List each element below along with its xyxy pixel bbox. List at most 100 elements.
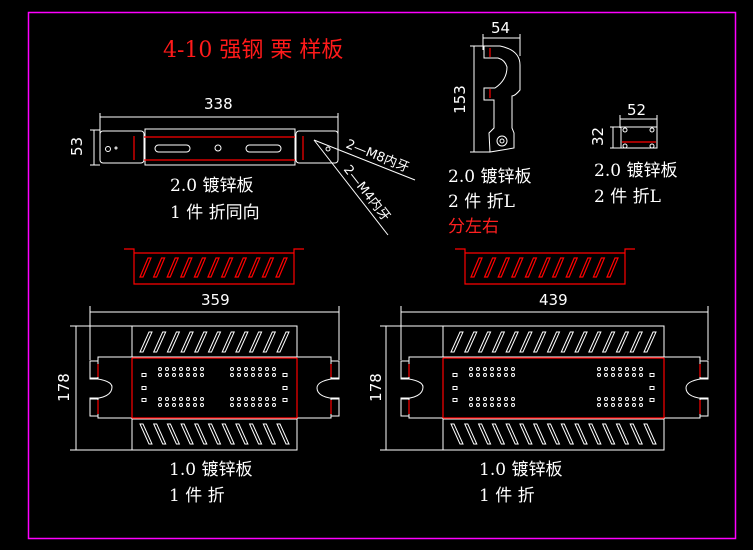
vent-slot (207, 331, 222, 353)
part-a-material: 2.0 镀锌板 (170, 176, 254, 196)
hole (504, 367, 508, 371)
vent-slot (194, 423, 208, 445)
hole (597, 367, 601, 371)
hole (172, 397, 176, 401)
hole (469, 397, 473, 401)
vent-slot (276, 423, 290, 445)
hole (200, 367, 204, 371)
hole (141, 398, 147, 402)
vent-slot (235, 423, 249, 445)
hole (483, 373, 487, 377)
side-view-slot (152, 257, 166, 278)
hole (186, 373, 190, 377)
hole (639, 373, 643, 377)
hole (452, 373, 458, 377)
hole (165, 367, 169, 371)
side-view-slot (497, 257, 511, 278)
vent-slot (248, 423, 263, 445)
drawing-title: 4-10 强钢 栗 样板 (163, 38, 344, 63)
hole (618, 397, 622, 401)
hole (625, 403, 629, 407)
vent-slot (166, 331, 181, 353)
hole (165, 403, 169, 407)
hole (141, 373, 147, 377)
hole (237, 403, 241, 407)
hole (282, 398, 288, 402)
hole (265, 397, 269, 401)
side-view-slot (483, 257, 497, 278)
side-view-slot (565, 257, 579, 278)
hole (179, 397, 183, 401)
vent-slot (519, 331, 533, 353)
part-e-dim-length: 439 (539, 291, 568, 309)
hole (618, 403, 622, 407)
hole (179, 403, 183, 407)
bottom-panel (131, 418, 298, 451)
vent-slot (505, 423, 519, 445)
part-a-dim-length: 338 (204, 95, 233, 113)
hole (611, 373, 615, 377)
hole (604, 367, 608, 371)
hole (490, 373, 494, 377)
bend-lines (97, 357, 332, 419)
hole (258, 397, 262, 401)
hole (625, 373, 629, 377)
hole (483, 367, 487, 371)
part-a-dim-height: 53 (68, 136, 87, 157)
side-view-slot (234, 257, 248, 278)
hole (141, 386, 147, 390)
side-view-slot (166, 257, 180, 278)
vent-slot (601, 423, 616, 445)
hole (632, 367, 636, 371)
hole (452, 398, 458, 402)
vent-slot (629, 331, 643, 353)
hole (265, 403, 269, 407)
hole (504, 373, 508, 377)
vent-slot (152, 423, 167, 445)
hole (251, 397, 255, 401)
hole (490, 403, 494, 407)
hole (165, 397, 169, 401)
right-tab (297, 356, 340, 419)
hole (272, 373, 276, 377)
hole (632, 373, 636, 377)
part-b-material: 2.0 镀锌板 (448, 167, 532, 187)
side-view-slot (261, 257, 275, 278)
left-tab (400, 356, 443, 419)
part-b-dim-width: 54 (491, 19, 511, 37)
tab-edge (89, 397, 99, 417)
hole (158, 367, 162, 371)
vent-slot (450, 423, 464, 445)
vent-slot (532, 331, 547, 353)
side-view-slot (139, 257, 152, 278)
vent-slot (560, 331, 575, 353)
part-c-plate (610, 115, 658, 149)
hole (639, 403, 643, 407)
vent-slot (139, 423, 153, 445)
hole (632, 397, 636, 401)
hole (597, 397, 601, 401)
hole (244, 397, 248, 401)
hole (618, 367, 622, 371)
hole (639, 367, 643, 371)
part-b-dim-height: 153 (450, 85, 469, 114)
part-c-dim-width: 52 (627, 101, 647, 119)
top-panel (131, 325, 298, 358)
hole (193, 403, 197, 407)
vent-slot (180, 423, 194, 445)
side-view-slot (524, 257, 538, 278)
hole (497, 397, 501, 401)
vent-slot (180, 331, 194, 353)
tab-edge (400, 397, 410, 417)
vent-slot (629, 423, 643, 445)
part-e-plate (380, 306, 709, 451)
vent-slot (588, 423, 602, 445)
hole (158, 373, 162, 377)
hole (497, 403, 501, 407)
tab-edge (330, 360, 340, 380)
vent-slot (262, 423, 277, 445)
side-view-slot (606, 257, 619, 278)
tab-edge (400, 360, 410, 380)
hole (230, 403, 234, 407)
vent-slot (588, 331, 602, 353)
